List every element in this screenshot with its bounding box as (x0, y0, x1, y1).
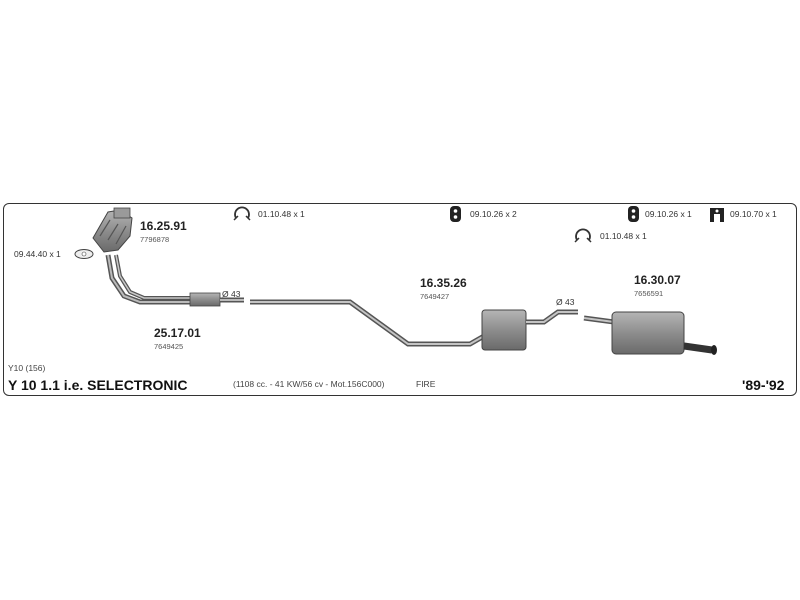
vehicle-model: Y 10 1.1 i.e. SELECTRONIC (8, 377, 188, 393)
part-ref: 7796878 (140, 235, 170, 244)
engine-name: FIRE (416, 379, 436, 389)
rubber-hanger-icon (628, 206, 639, 222)
accessory-label: 01.10.48 x 1 (258, 209, 305, 219)
front-pipe (105, 254, 244, 307)
rubber-hanger-icon (450, 206, 461, 222)
center-silencer-assembly (250, 299, 578, 351)
vehicle-series: Y10 (156) (8, 363, 46, 373)
part-ref: 7649427 (420, 292, 450, 301)
engine-spec: (1108 cc. - 41 KW/56 cv - Mot.156C000) (233, 379, 385, 389)
part-code: 16.25.91 (140, 219, 187, 233)
rear-silencer-assembly (583, 311, 717, 355)
part-ref: 7649425 (154, 342, 184, 351)
clamp-icon (574, 228, 592, 243)
part-code: 25.17.01 (154, 326, 201, 340)
accessory-label: 09.10.70 x 1 (730, 209, 777, 219)
part-ref: 7656591 (634, 289, 664, 298)
clamp-icon (233, 206, 251, 221)
part-code: 16.30.07 (634, 273, 681, 287)
part-code: 16.35.26 (420, 276, 467, 290)
accessory-label: 09.10.26 x 2 (470, 209, 517, 219)
pipe-diameter: Ø 43 (556, 297, 575, 307)
accessory-label: 01.10.48 x 1 (600, 231, 647, 241)
manifold-gasket (74, 249, 94, 259)
rubber-mount-icon (710, 208, 724, 222)
accessory-label: 09.44.40 x 1 (14, 249, 61, 259)
accessory-label: 09.10.26 x 1 (645, 209, 692, 219)
pipe-diameter: Ø 43 (222, 289, 241, 299)
model-years: '89-'92 (742, 377, 785, 393)
exhaust-manifold (92, 207, 133, 253)
